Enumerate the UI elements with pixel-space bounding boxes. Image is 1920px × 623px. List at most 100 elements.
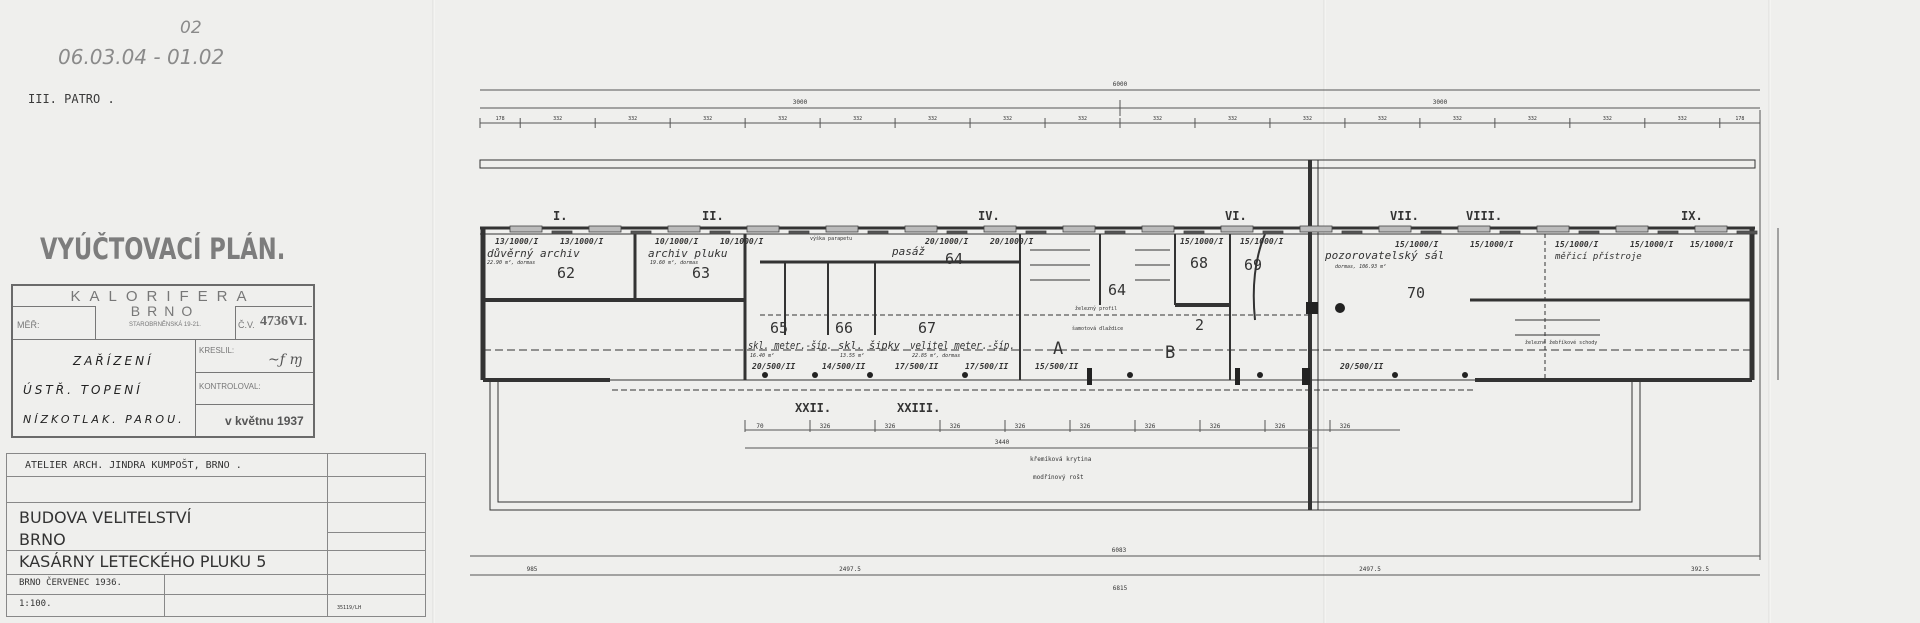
paper-fold [432,0,435,623]
stamp-company: KALORIFERA [70,288,256,305]
window-pier [509,225,543,233]
window-pier [904,225,938,233]
dim-segment: 332 [1678,116,1687,122]
dim-segment: 178 [1735,116,1744,122]
dim-segment: 332 [1378,116,1387,122]
city: BRNO [19,530,66,549]
radiator-label: 14/500/II [822,362,866,371]
dim-segment: 332 [1078,116,1087,122]
bay-dimension: 326 [1340,423,1351,430]
room-name: skl. šipky [838,339,900,352]
room-name: pozorovatelský sál [1324,249,1444,262]
dim-segment: 332 [1603,116,1612,122]
stamp-title: VYÚČTOVACÍ PLÁN. [40,232,286,266]
radiator-label: 13/1000/I [495,237,539,246]
axis-label: XXII. [795,401,831,415]
dim-bottom-seg: 392.5 [1691,566,1709,573]
room-area: dormas, 106.93 m² [1335,264,1386,270]
dim-segment: 332 [553,116,562,122]
radiator [867,230,889,235]
dim-bottom-seg: 985 [527,566,538,573]
axis-label: I. [553,209,567,223]
radiator [1420,230,1442,235]
radiator-label: 10/1000/I [720,237,764,246]
window-pier [1615,225,1649,233]
bay-dimension: 326 [1015,423,1026,430]
signature: ~ƒ ɱ [268,352,303,368]
radiator [1183,230,1205,235]
radiator-label: 20/1000/I [989,237,1034,246]
date: BRNO ČERVENEC 1936. [19,578,122,588]
radiator [630,230,652,235]
dim-half: 3000 [793,99,808,106]
axis-label: XXIII. [897,401,940,415]
room-number: 64 [1108,281,1126,299]
radiator [946,230,968,235]
room-letter: A [1053,339,1063,359]
drawing-number: 35119/LH [337,605,362,611]
paper-fold [1323,0,1326,623]
window-pier [1694,225,1728,233]
columns [762,302,1468,385]
window-pier [1062,225,1096,233]
room-area: 22.85 m², dormas [912,353,960,359]
radiator [1578,230,1600,235]
window-pier [983,225,1017,233]
radiator-label: 20/1000/I [924,237,969,246]
room-number: 66 [835,319,853,337]
radiator-label: 15/1000/I [1690,240,1734,249]
bay-dimension: 326 [1145,423,1156,430]
radiator-label: 13/1000/I [560,237,604,246]
handwritten-code-top: 02 [180,18,202,38]
bay-dimension: 326 [950,423,961,430]
dim-segment: 332 [1153,116,1162,122]
room-number: 62 [557,264,575,282]
room-name: důvěrný archiv [487,247,580,260]
axis-label: VII. [1390,209,1419,223]
roof-note: křemíková krytina [1030,456,1092,463]
radiator [1104,230,1126,235]
bay-dimension: 326 [1275,423,1286,430]
room-area: 22.90 m², dormas [487,260,535,266]
room-number: 69 [1244,256,1262,274]
room-name: velitel meter.-šíp. [910,339,1015,352]
window-pier [1378,225,1412,233]
room-number: 68 [1190,254,1208,272]
window-pier [1141,225,1175,233]
room-name: pasáž [891,245,925,258]
plan-note: výška parapetu [810,235,852,242]
axis-label: II. [702,209,724,223]
radiator-label: 17/500/II [895,362,939,371]
dim-segment: 332 [1303,116,1312,122]
dim-segment: 332 [628,116,637,122]
radiator-label: 15/1000/I [1240,237,1284,246]
radiator-label: 17/500/II [965,362,1009,371]
paper-fold [1768,0,1771,623]
dim-bottom-seg: 2497.5 [839,566,861,573]
title-block: ATELIER ARCH. JINDRA KUMPOŠT, BRNO . BUD… [6,453,426,617]
dim-half: 3000 [1433,99,1448,106]
room-area: 16.40 m² [750,353,774,359]
room-number: 63 [692,264,710,282]
room-name: archiv pluku [648,247,728,260]
windows [509,225,1758,235]
bay-dimension: 70 [756,423,764,430]
dim-segment: 332 [703,116,712,122]
radiator [1499,230,1521,235]
dim-overall: 6815 [1113,585,1128,592]
radiator [1025,230,1047,235]
roof-dimension: 3440 [995,439,1010,446]
building-name: BUDOVA VELITELSTVÍ [19,508,192,527]
dim-segment: 332 [778,116,787,122]
dimension-ticks [479,118,1761,128]
radiator-label: 15/1000/I [1180,237,1224,246]
radiator-label: 15/1000/I [1630,240,1674,249]
radiator [1341,230,1363,235]
axis-label: VIII. [1466,209,1502,223]
radiator [709,230,731,235]
site: KASÁRNY LETECKÉHO PLUKU 5 [19,552,267,571]
stamp-description-1: ZAŘÍZENÍ [73,354,154,368]
radiator-label: 15/1000/I [1470,240,1514,249]
radiator [551,230,573,235]
